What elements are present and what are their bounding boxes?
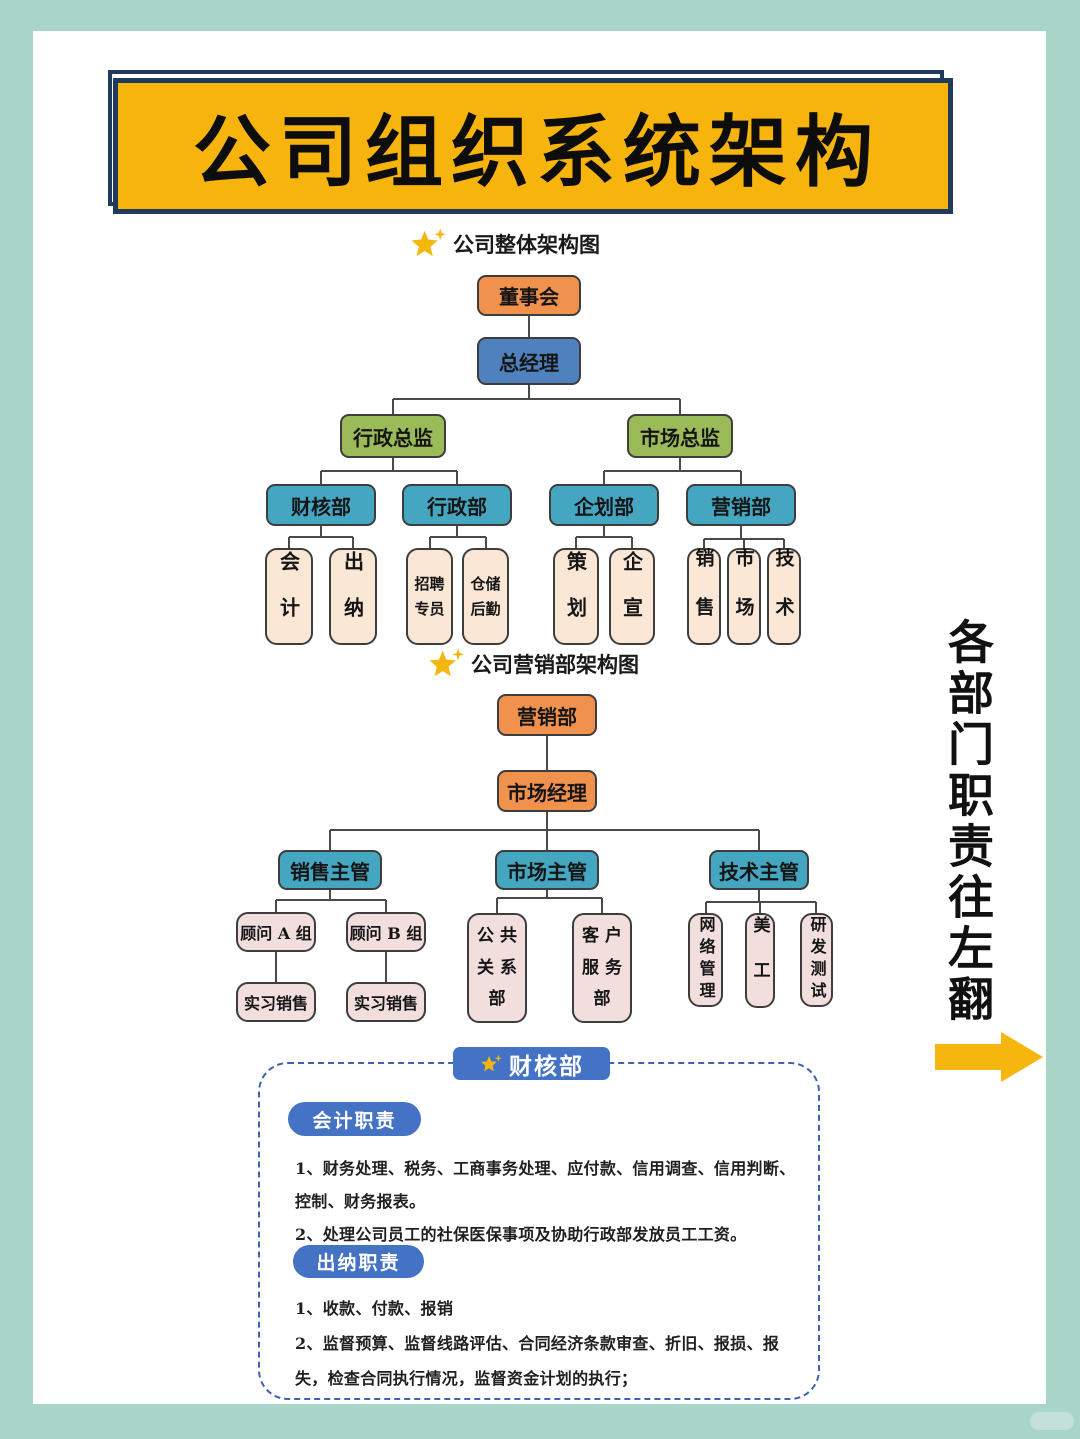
leaf-warehouse-line1: 仓储 (470, 574, 501, 593)
accounting-duties-line2: 控制、财务报表。 (295, 1192, 426, 1211)
title-banner: 公司组织系统架构 (113, 78, 953, 214)
leaf-pr-dept: 公 共 关 系 部 (467, 913, 527, 1023)
leaf-warehouse-line2: 后勤 (470, 600, 501, 618)
node-planning-dept: 企划部 (549, 484, 659, 526)
chart1-heading-label: 公司整体架构图 (453, 232, 600, 257)
chart2-heading: 公司营销部架构图 (426, 644, 639, 684)
leaf-planning: 策划 (553, 548, 599, 645)
star-icon (411, 228, 446, 257)
node-marketing-dept-2: 营销部 (497, 694, 597, 736)
watermark (1030, 1412, 1074, 1430)
node-general-manager: 总经理 (477, 337, 581, 385)
leaf-publicity: 企宣 (609, 548, 655, 645)
leaf-tech: 技术 (767, 548, 801, 646)
leaf-cs-dept-line2: 服 务 (582, 957, 622, 978)
leaf-recruiting: 招聘 专员 (406, 548, 453, 645)
cashier-duties-line1: 1、收款、付款、报销 (295, 1299, 454, 1318)
leaf-rnd-test: 研发测试 (800, 913, 833, 1007)
leaf-intern-b: 实习销售 (346, 982, 426, 1022)
leaf-artist: 美工 (745, 913, 775, 1008)
right-arrow-body (935, 1044, 1001, 1070)
cashier-duties-line3: 失，检查合同执行情况，监督资金计划的执行； (295, 1369, 638, 1388)
accounting-duties-line3: 2、处理公司员工的社保医保事项及协助行政部发放员工工资。 (295, 1225, 747, 1244)
right-arrow-head (1001, 1032, 1043, 1082)
accounting-duties-badge: 会计职责 (288, 1102, 421, 1136)
node-board: 董事会 (477, 275, 581, 316)
leaf-pr-dept-line1: 公 共 (477, 925, 517, 946)
node-market-manager: 市场经理 (497, 770, 597, 812)
leaf-warehouse: 仓储 后勤 (462, 548, 509, 645)
leaf-recruiting-line1: 招聘 (414, 574, 445, 593)
cashier-duties-badge: 出纳职责 (293, 1245, 424, 1278)
accounting-duties-text: 1、财务处理、税务、工商事务处理、应付款、信用调查、信用判断、 控制、财务报表。… (295, 1152, 810, 1251)
leaf-pr-dept-line2: 关 系 (477, 957, 517, 978)
leaf-consultant-b: 顾问 B 组 (346, 912, 426, 952)
leaf-intern-a: 实习销售 (236, 982, 316, 1022)
chart1-heading: 公司整体架构图 (408, 224, 600, 264)
right-arrow-icon (935, 1032, 1043, 1082)
leaf-cs-dept: 客 户 服 务 部 (572, 913, 632, 1023)
panel-title-badge: 财核部 (453, 1047, 610, 1080)
star-icon (481, 1054, 502, 1071)
node-admin-director: 行政总监 (340, 414, 446, 458)
node-market-lead: 市场主管 (495, 850, 599, 890)
leaf-cashier: 出纳 (329, 548, 377, 645)
node-marketing-dept: 营销部 (686, 484, 796, 526)
leaf-pr-dept-line3: 部 (488, 989, 506, 1010)
node-sales-lead: 销售主管 (278, 850, 382, 890)
node-market-director: 市场总监 (627, 414, 733, 458)
leaf-network-mgmt: 网络管理 (688, 913, 723, 1007)
page-title: 公司组织系统架构 (192, 107, 881, 198)
leaf-consultant-a: 顾问 A 组 (236, 912, 316, 952)
node-tech-lead: 技术主管 (709, 850, 809, 890)
node-admin-dept: 行政部 (402, 484, 512, 526)
accounting-duties-line1: 1、财务处理、税务、工商事务处理、应付款、信用调查、信用判断、 (295, 1159, 796, 1178)
leaf-cs-dept-line1: 客 户 (582, 925, 622, 946)
side-note: 各部门职责往左翻 (941, 618, 995, 1026)
node-finance-dept: 财核部 (266, 484, 376, 526)
leaf-market: 市场 (727, 548, 761, 646)
cashier-duties-line2: 2、监督预算、监督线路评估、合同经济条款审查、折旧、报损、报 (295, 1334, 780, 1353)
leaf-sales: 销售 (687, 548, 721, 646)
panel-title: 财核部 (509, 1052, 584, 1080)
leaf-recruiting-line2: 专员 (414, 600, 445, 618)
leaf-accounting: 会计 (265, 548, 313, 645)
star-icon (429, 648, 464, 677)
chart2-heading-label: 公司营销部架构图 (471, 652, 639, 677)
leaf-cs-dept-line3: 部 (593, 989, 611, 1010)
cashier-duties-text: 1、收款、付款、报销 2、监督预算、监督线路评估、合同经济条款审查、折旧、报损、… (295, 1291, 810, 1396)
